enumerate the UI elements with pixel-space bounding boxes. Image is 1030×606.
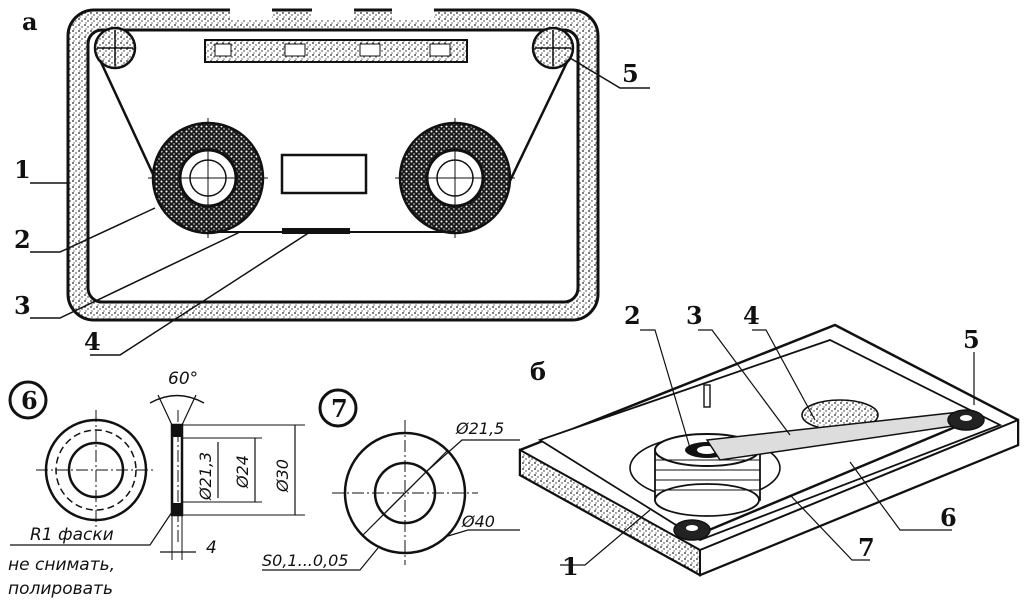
view-b-cassette — [518, 323, 1020, 577]
part-6-d1: Ø21,3 — [196, 452, 215, 501]
callout-b-3: 3 — [686, 301, 703, 330]
part-7-d-outer: Ø40 — [461, 512, 495, 531]
part-7-drawing — [262, 388, 520, 571]
callout-a-5: 5 — [622, 59, 639, 88]
callout-b-7: 7 — [858, 533, 875, 562]
view-b-label: б — [530, 357, 546, 386]
part-7-thickness: S0,1...0,05 — [262, 551, 348, 570]
callout-b-6: 6 — [940, 503, 957, 532]
callout-b-5: 5 — [963, 325, 980, 354]
callout-b-1: 1 — [562, 552, 579, 581]
part-6-note-line1: R1 фаски — [30, 525, 114, 545]
part-6-note-line3: полировать — [8, 579, 113, 599]
part-6-d2: Ø24 — [233, 455, 252, 489]
part-7-number: 7 — [331, 394, 348, 423]
view-a-cassette — [30, 6, 650, 356]
callout-b-4: 4 — [743, 301, 760, 330]
part-6-thickness: 4 — [206, 538, 217, 558]
callout-a-1: 1 — [14, 155, 31, 184]
part-6-drawing — [8, 380, 305, 560]
part-7-d-inner: Ø21,5 — [455, 419, 504, 438]
callout-a-3: 3 — [14, 291, 31, 320]
callout-a-2: 2 — [14, 225, 31, 254]
part-6-note-line2: не снимать, — [8, 555, 115, 575]
view-a-label: а — [22, 7, 38, 36]
part-6-number: 6 — [21, 386, 38, 415]
callout-a-4: 4 — [84, 327, 101, 356]
part-6-d3: Ø30 — [273, 459, 292, 493]
callout-b-2: 2 — [624, 301, 641, 330]
part-6-angle: 60° — [168, 369, 198, 389]
